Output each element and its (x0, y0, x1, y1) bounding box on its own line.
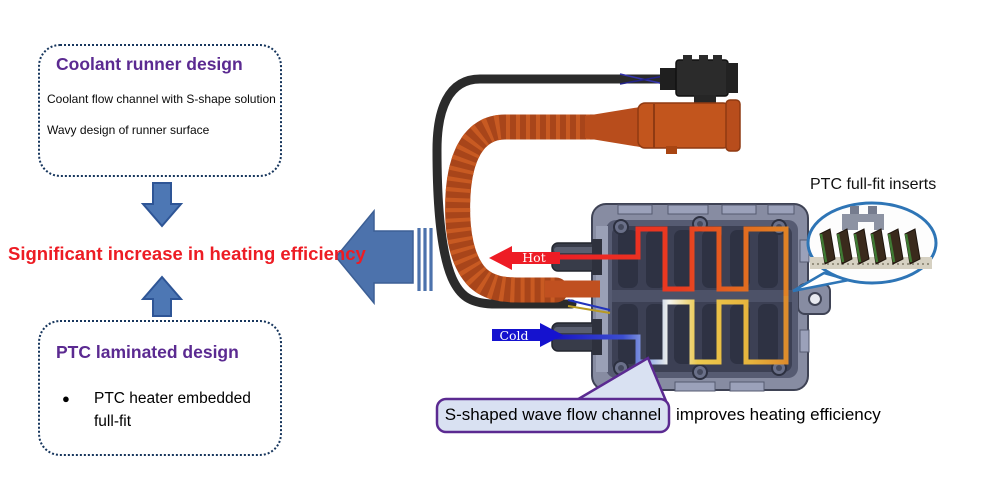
coolant-design-box (38, 44, 282, 177)
ptc-fins (819, 228, 921, 265)
channel-callout-label: S-shaped wave flow channel (444, 405, 662, 424)
ptc-box-title: PTC laminated design (56, 342, 239, 362)
cold-flow-channel (553, 296, 789, 365)
motion-bars-icon (417, 228, 433, 291)
ptc-design-box (38, 320, 282, 456)
callout-box (435, 397, 671, 434)
black-cable (432, 73, 668, 314)
coolant-box-line2: Wavy design of runner surface (47, 123, 210, 137)
hot-label: Hot (522, 250, 546, 265)
heater-top-tabs (617, 204, 795, 215)
headline: Significant increase in heating efficien… (8, 243, 366, 264)
caption-suffix: improves heating efficiency (676, 405, 881, 424)
down-arrow (140, 182, 184, 228)
coolant-box-line1: Coolant flow channel with S-shape soluti… (47, 92, 276, 106)
channel-callout-shape (435, 356, 671, 434)
cold-arrow (492, 323, 563, 347)
callout-tail (574, 356, 668, 403)
hot-arrow (489, 246, 560, 270)
insert-bracket (842, 214, 884, 230)
up-arrow (140, 275, 184, 317)
coolant-box-title: Coolant runner design (56, 54, 243, 74)
bullet-icon: ● (62, 391, 70, 406)
big-left-arrow (335, 208, 414, 306)
hot-flow-channel (553, 226, 789, 296)
inserts-label: PTC full-fit inserts (810, 176, 937, 193)
orange-connector (585, 99, 741, 154)
black-connector (660, 55, 738, 104)
ptc-bullet-text: PTC heater embedded full-fit (94, 390, 251, 431)
side-tab (799, 329, 810, 353)
cold-label: Cold (499, 328, 529, 343)
inserts-bubble (792, 201, 938, 293)
heater-mid-band (612, 290, 792, 302)
mounting-hole (808, 292, 822, 306)
